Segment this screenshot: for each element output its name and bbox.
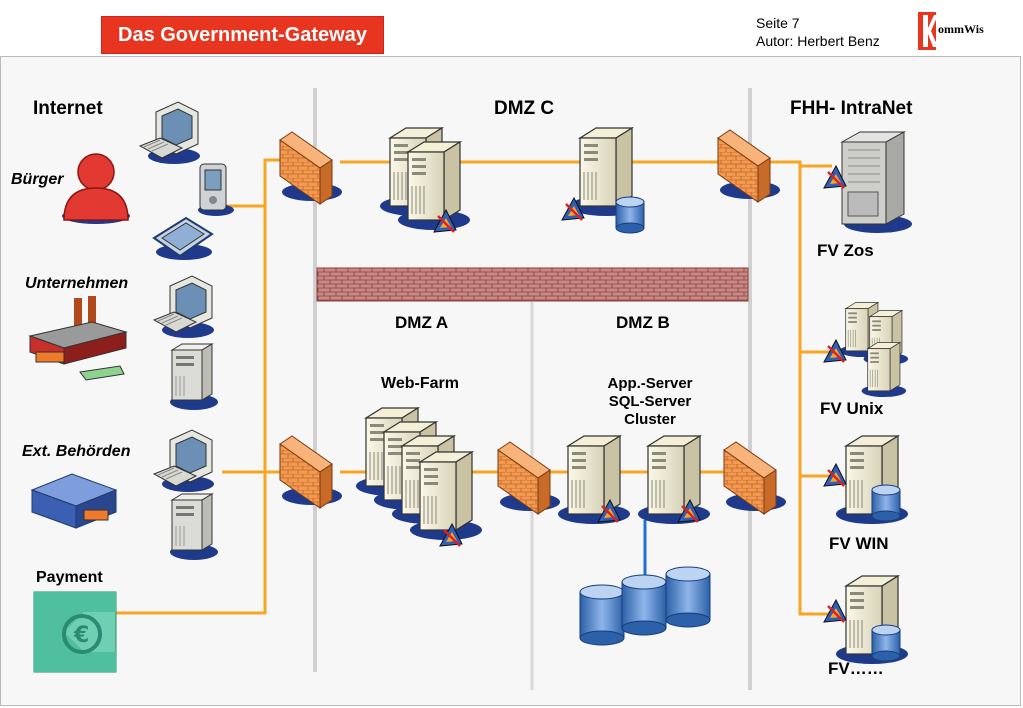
app-server-line-2: SQL-Server: [608, 393, 692, 410]
workstation-tower-icon: [169, 343, 219, 411]
actor-label-unternehmen: Unternehmen: [25, 275, 129, 292]
kommwis-logo: [918, 12, 938, 50]
database-icon: [621, 574, 667, 636]
server-icon: [557, 435, 631, 525]
firewall-icon: [497, 441, 561, 515]
actor-label-buerger: Bürger: [11, 171, 64, 188]
firewall-icon: [723, 441, 787, 515]
app-server-line-3: Cluster: [624, 411, 676, 428]
zone-label-intranet: FHH- IntraNet: [790, 98, 913, 119]
tablet-icon: [152, 216, 214, 260]
zone-label-dmz-c: DMZ C: [494, 98, 555, 119]
page-title: Das Government-Gateway: [101, 16, 384, 54]
page-title-text: Das Government-Gateway: [118, 23, 367, 46]
database-icon: [615, 196, 645, 234]
database-icon: [579, 584, 625, 646]
database-icon: [871, 624, 901, 662]
node-label-fv-more: FV……: [828, 659, 884, 678]
database-icon: [665, 566, 711, 628]
server-icon: [637, 435, 711, 525]
euro-icon: €: [33, 591, 117, 673]
desktop-pc-icon: [153, 429, 215, 493]
app-server-label: App.-Server SQL-Server Cluster: [595, 375, 705, 429]
desktop-pc-icon: [139, 101, 201, 165]
person-icon: [62, 153, 130, 224]
badge-icon: [822, 598, 848, 624]
node-label-fv-win: FV WIN: [829, 534, 889, 553]
logo-text: ommWis: [938, 22, 984, 36]
server-icon: [409, 451, 483, 541]
server-icon: [397, 141, 471, 231]
firewall-icon: [279, 435, 343, 509]
author: Autor: Herbert Benz: [756, 33, 880, 49]
mainframe-icon: [840, 131, 912, 233]
desktop-pc-icon: [153, 275, 215, 339]
zone-label-dmz-a: DMZ A: [395, 313, 449, 332]
web-farm-label: Web-Farm: [381, 375, 459, 392]
zone-label-internet: Internet: [33, 98, 103, 119]
dmz-brick-wall: [316, 267, 749, 302]
page-number: Seite 7: [756, 15, 800, 31]
building-icon: [30, 473, 118, 529]
zone-label-dmz-b: DMZ B: [616, 313, 670, 332]
node-label-fv-zos: FV Zos: [817, 241, 874, 260]
actor-label-behoerden: Ext. Behörden: [22, 443, 131, 460]
page-info: Seite 7 Autor: Herbert Benz: [756, 14, 880, 50]
workstation-tower-icon: [169, 493, 219, 561]
node-label-fv-unix: FV Unix: [820, 399, 884, 418]
database-icon: [871, 484, 901, 522]
svg-text:€: €: [73, 623, 89, 648]
factory-icon: [28, 296, 128, 381]
network-links: [116, 158, 832, 616]
app-server-line-1: App.-Server: [607, 375, 693, 392]
firewall-icon: [279, 131, 343, 205]
actor-label-payment: Payment: [36, 569, 103, 586]
server-icon: [861, 342, 907, 398]
pda-icon: [198, 163, 234, 216]
